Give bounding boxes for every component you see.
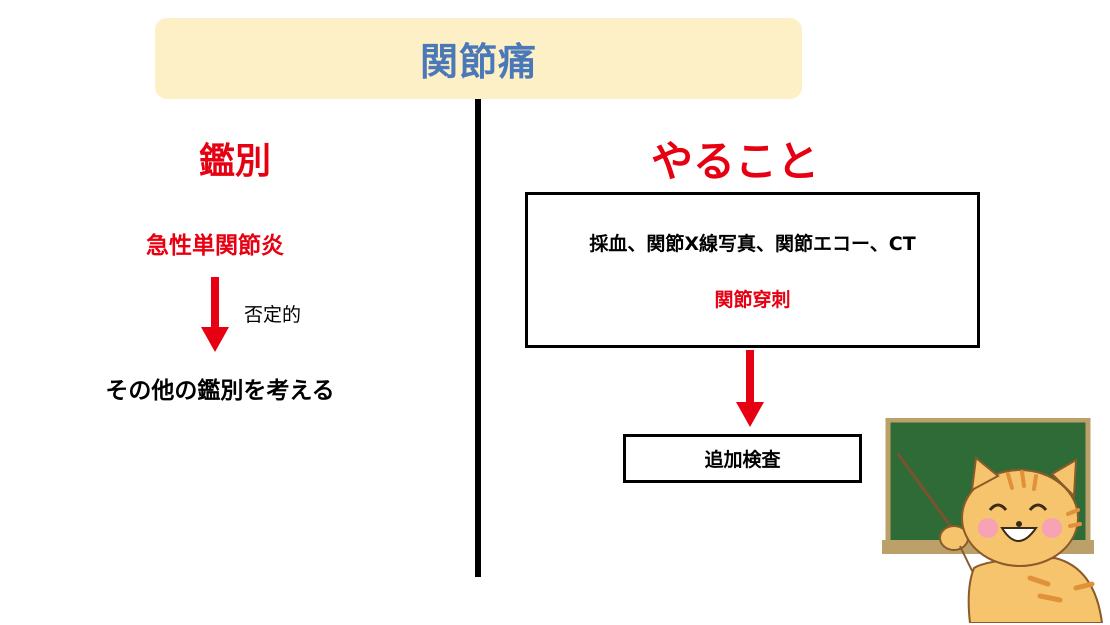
teacher-cat-at-blackboard-icon xyxy=(882,418,1104,623)
differential-heading: 鑑別 xyxy=(198,141,271,182)
consider-other-label: その他の鑑別を考える xyxy=(105,378,335,404)
diagnosis-label: 急性単関節炎 xyxy=(146,233,284,259)
center-divider xyxy=(475,99,481,577)
page-title: 関節痛 xyxy=(419,40,537,84)
down-arrow-right-icon xyxy=(736,350,764,427)
title-banner: 関節痛 xyxy=(155,18,802,99)
additional-tests-box: 追加検査 xyxy=(623,434,862,483)
down-arrow-left-icon xyxy=(201,277,229,352)
negative-label: 否定的 xyxy=(244,304,302,326)
todo-heading: やること xyxy=(650,137,819,186)
tests-list: 採血、関節X線写真、関節エコー、CT xyxy=(589,233,916,255)
arthrocentesis-label: 関節穿刺 xyxy=(714,289,791,311)
todo-box: 採血、関節X線写真、関節エコー、CT 関節穿刺 xyxy=(525,192,980,348)
